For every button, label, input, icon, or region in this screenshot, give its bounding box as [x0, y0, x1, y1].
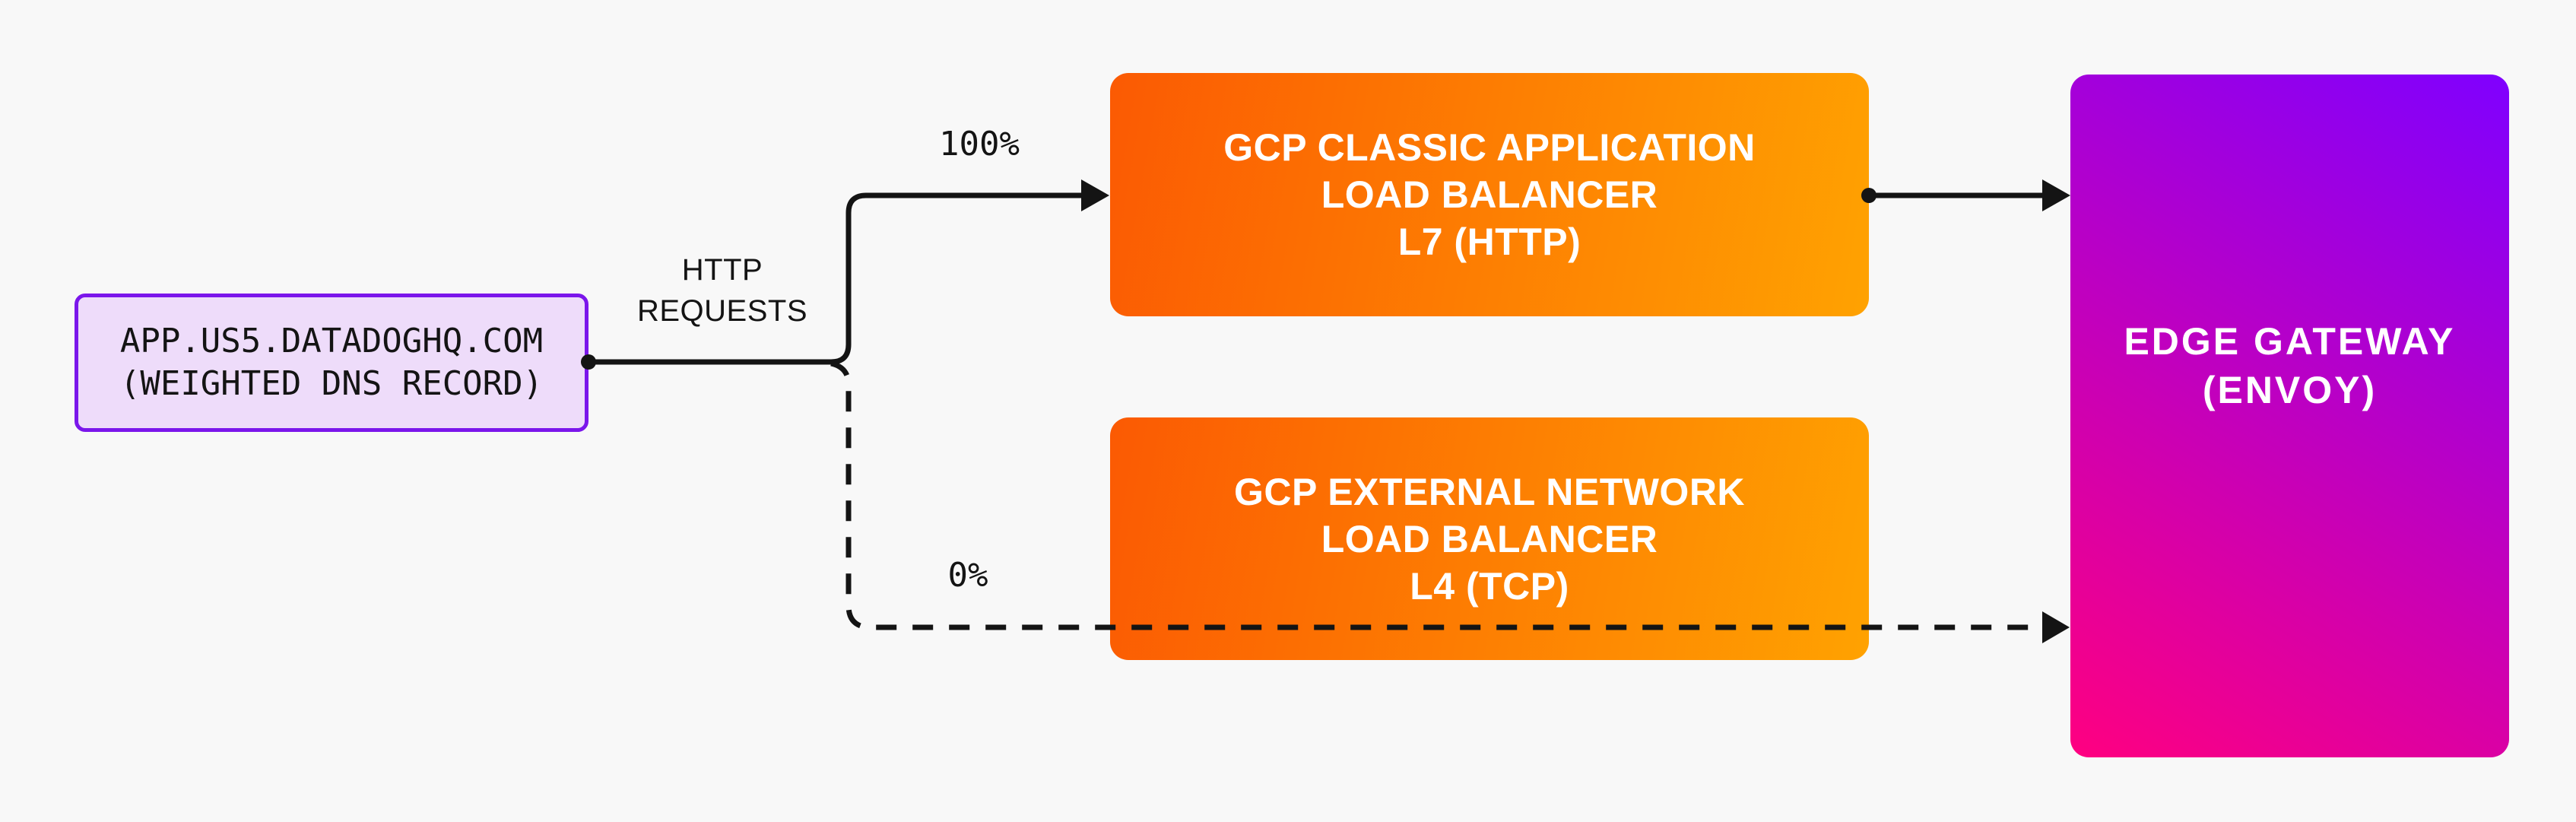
network-lb-node: GCP EXTERNAL NETWORK LOAD BALANCER L4 (T… — [1110, 417, 1869, 660]
dns-record-node: APP.US5.DATADOGHQ.COM (WEIGHTED DNS RECO… — [75, 294, 588, 432]
classic-lb-label: GCP CLASSIC APPLICATION LOAD BALANCER L7… — [1223, 124, 1756, 265]
classic-lb-line2: LOAD BALANCER — [1321, 173, 1658, 216]
lb-to-gateway-arrowhead-icon — [2042, 179, 2070, 211]
http-requests-line1: HTTP — [681, 253, 763, 287]
network-lb-line1: GCP EXTERNAL NETWORK — [1233, 470, 1746, 513]
network-lb-line3: L4 (TCP) — [1410, 564, 1569, 608]
edge-gateway-line2: (ENVOY) — [2202, 369, 2378, 411]
http-weight-label: 100% — [939, 125, 1020, 163]
tcp-connector-arrowhead-icon — [2042, 611, 2070, 643]
network-lb-label: GCP EXTERNAL NETWORK LOAD BALANCER L4 (T… — [1234, 468, 1745, 610]
dns-record-line1: APP.US5.DATADOGHQ.COM — [119, 322, 544, 360]
edge-gateway-line1: EDGE GATEWAY — [2124, 320, 2456, 363]
network-lb-line2: LOAD BALANCER — [1321, 517, 1658, 560]
http-connector-arrowhead-icon — [1081, 179, 1109, 211]
http-requests-label: HTTP REQUESTS — [593, 249, 852, 332]
classic-lb-line1: GCP CLASSIC APPLICATION — [1223, 126, 1756, 169]
edge-gateway-node: EDGE GATEWAY (ENVOY) — [2070, 75, 2509, 757]
classic-lb-line3: L7 (HTTP) — [1397, 221, 1581, 263]
edge-gateway-label: EDGE GATEWAY (ENVOY) — [2124, 317, 2455, 414]
http-requests-line2: REQUESTS — [636, 294, 808, 328]
classic-lb-node: GCP CLASSIC APPLICATION LOAD BALANCER L7… — [1110, 73, 1869, 316]
tcp-weight-label: 0% — [947, 556, 988, 595]
dns-record-line2: (WEIGHTED DNS RECORD) — [119, 364, 544, 403]
